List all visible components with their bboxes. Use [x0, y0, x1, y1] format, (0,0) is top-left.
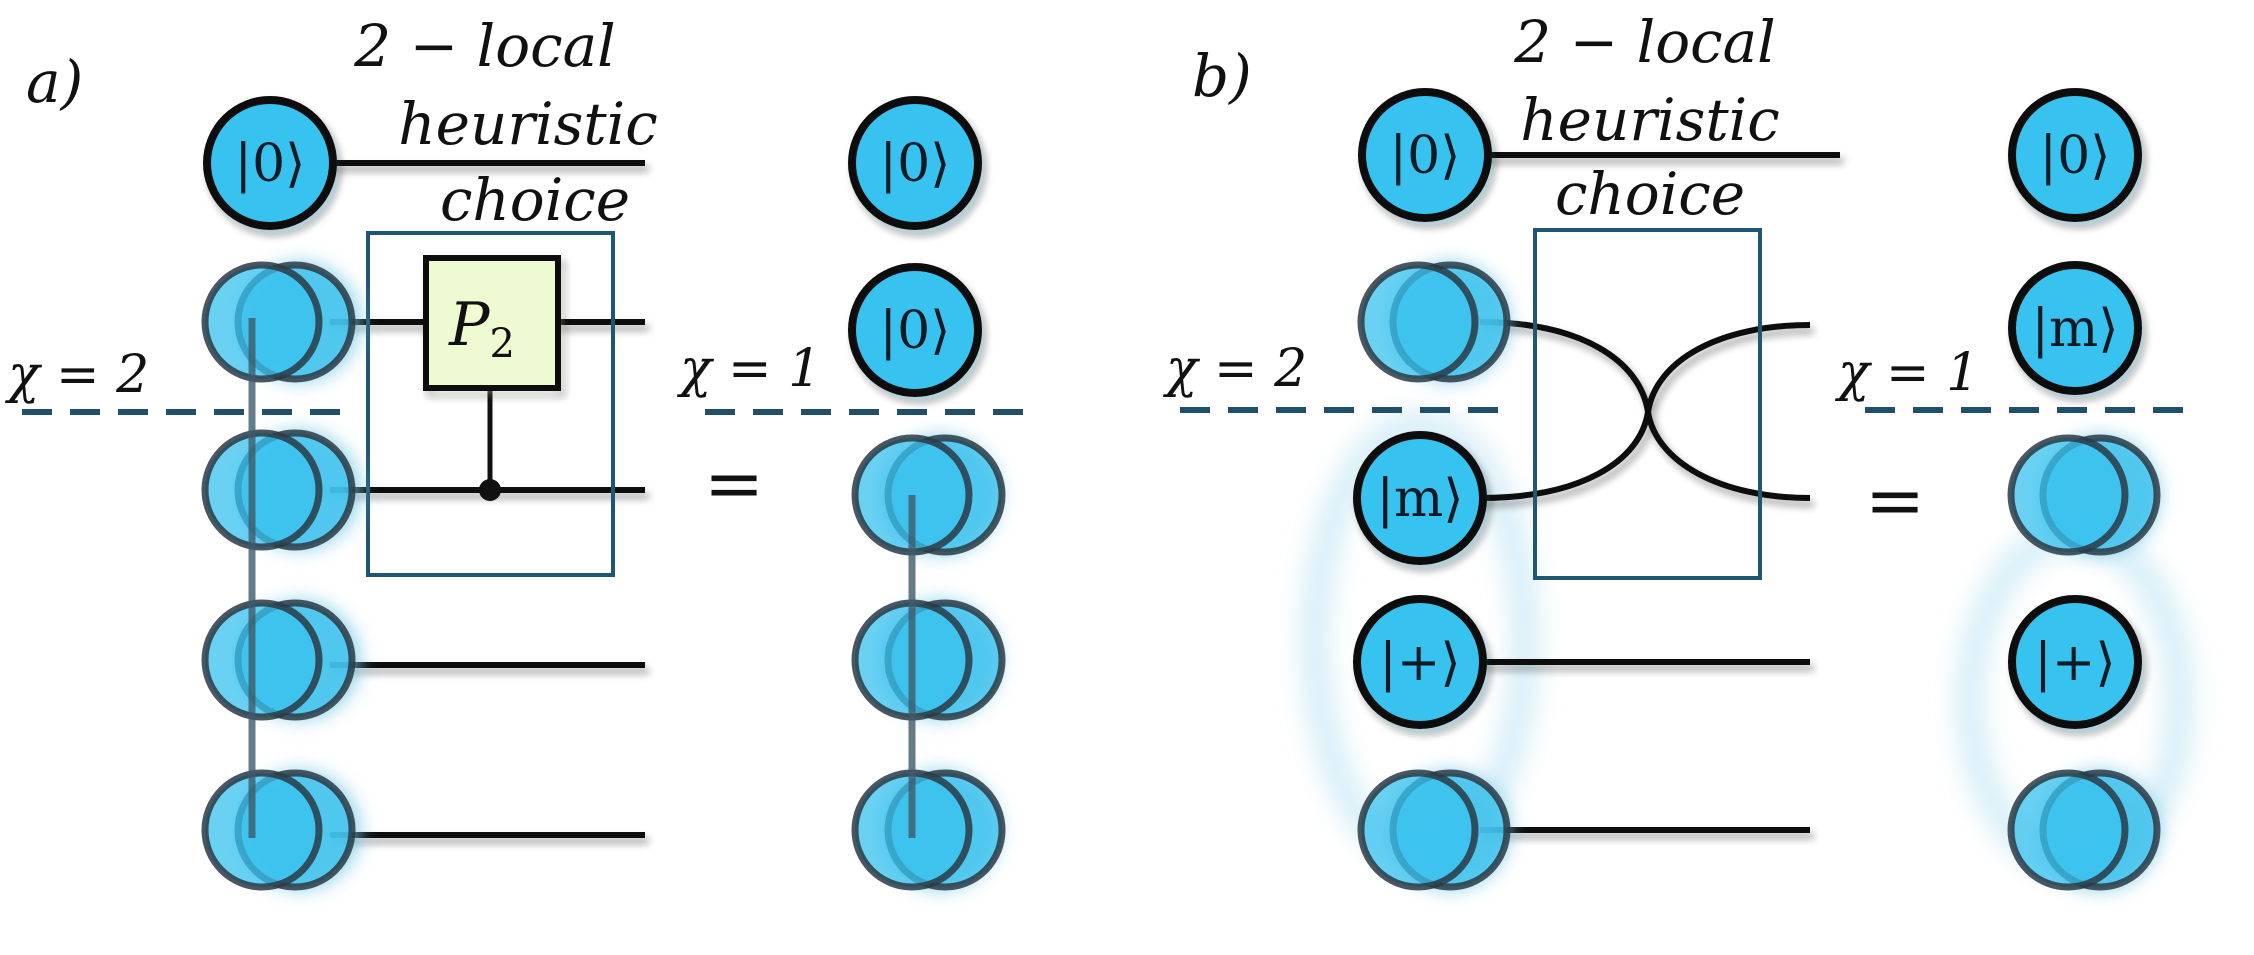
- panel-b-node-plus: |+⟩: [1353, 595, 1487, 729]
- panel-a-chi-left: χ = 2: [4, 345, 149, 405]
- svg-text:|+⟩: |+⟩: [2034, 633, 2115, 693]
- panel-b-node-right-plus: |+⟩: [2008, 595, 2142, 729]
- svg-text:|0⟩: |0⟩: [880, 301, 951, 361]
- panel-a-heuristic-box: [366, 231, 615, 577]
- panel-a-title-line-1: 2 − local: [353, 12, 615, 80]
- panel-a-graph-state-right: [851, 434, 1006, 891]
- svg-text:|0⟩: |0⟩: [1390, 126, 1461, 186]
- svg-text:|m⟩: |m⟩: [2031, 299, 2118, 359]
- panel-a-node-right-2: |0⟩: [848, 263, 982, 397]
- panel-b-node-top: |0⟩: [1358, 88, 1492, 222]
- panel-a-node-right-1: |0⟩: [848, 96, 982, 230]
- panel-b-equals: =: [1865, 458, 1925, 542]
- panel-b-title-line-3: choice: [1555, 160, 1745, 228]
- panel-b-title-line-1: 2 − local: [1513, 8, 1775, 76]
- panel-a-title-line-3: choice: [440, 166, 630, 234]
- panel-b-heuristic-box: [1533, 228, 1762, 580]
- svg-text:|0⟩: |0⟩: [2040, 126, 2111, 186]
- panel-b-chi-right: χ = 1: [1834, 343, 1979, 403]
- panel-a-label: a): [26, 48, 83, 116]
- panel-a-gate-p2: [423, 255, 561, 391]
- svg-text:|0⟩: |0⟩: [235, 134, 306, 194]
- panel-a: a) 2 − local heuristic choice P2 χ = 2 χ…: [4, 12, 1025, 891]
- panel-a-node-top: |0⟩: [203, 96, 337, 230]
- panel-b-ghost-node-bottom: [1357, 769, 1511, 891]
- panel-b-node-right-m: |m⟩: [2008, 261, 2142, 395]
- panel-a-equals: =: [704, 441, 764, 525]
- panel-a-control-dot: [479, 479, 501, 501]
- panel-b-ghost-node-right-bottom: [2007, 769, 2161, 891]
- panel-a-graph-state-left: [201, 261, 360, 891]
- panel-a-gate-label: P2: [448, 290, 515, 367]
- svg-text:|m⟩: |m⟩: [1376, 469, 1463, 529]
- panel-b-node-right-1: |0⟩: [2008, 88, 2142, 222]
- panel-b-ghost-node-right-top: [2007, 434, 2161, 556]
- svg-text:|0⟩: |0⟩: [880, 134, 951, 194]
- panel-b-ghost-node-top: [1357, 261, 1511, 383]
- panel-b-label: b): [1192, 42, 1252, 110]
- panel-b-node-m: |m⟩: [1353, 431, 1487, 565]
- panel-b-wires: [1479, 152, 1840, 833]
- panel-b-chi-left: χ = 2: [1162, 339, 1307, 399]
- panel-b-title-line-2: heuristic: [1520, 86, 1779, 154]
- panel-a-chi-right: χ = 1: [676, 339, 821, 399]
- svg-text:|+⟩: |+⟩: [1379, 633, 1460, 693]
- panel-b: b) 2 − local heuristic choice χ = 2 χ = …: [1162, 8, 2191, 891]
- panel-a-title-line-2: heuristic: [398, 90, 657, 158]
